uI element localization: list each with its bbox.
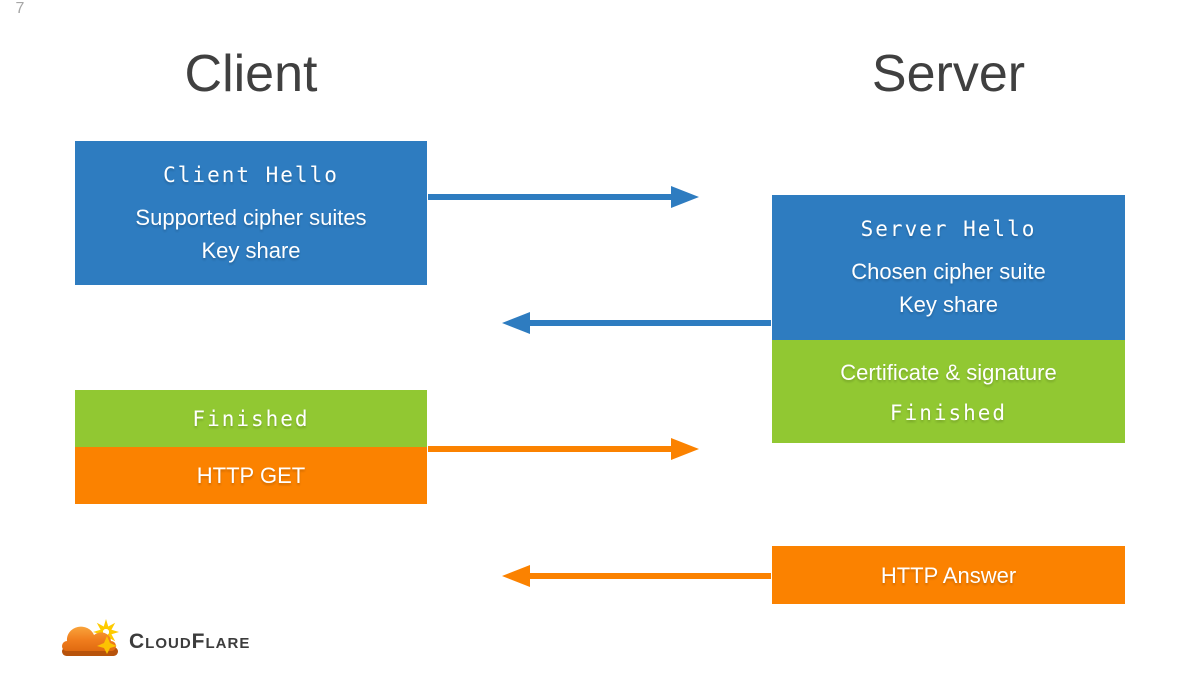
certificate-signature-line: Certificate & signature: [840, 359, 1057, 385]
client-hello-line2: Key share: [201, 237, 301, 263]
cloudflare-logo: CloudFlare: [60, 616, 250, 662]
client-column-title: Client: [184, 45, 318, 103]
server-hello-line1: Chosen cipher suite: [851, 259, 1046, 284]
client-hello-heading: Client Hello: [163, 162, 339, 187]
server-hello-arrow: [502, 312, 771, 334]
server-finished-section: Certificate & signature Finished: [772, 340, 1125, 443]
http-answer-label: HTTP Answer: [880, 562, 1017, 588]
http-get-label: HTTP GET: [196, 463, 306, 488]
client-finished-box: Finished: [75, 390, 427, 447]
server-hello-line2: Key share: [898, 292, 999, 317]
server-column-title: Server: [871, 45, 1026, 103]
client-hello-arrow: [428, 186, 699, 208]
server-finished-heading: Finished: [889, 400, 1008, 425]
server-hello-heading: Server Hello: [860, 217, 1037, 241]
server-hello-section: Server Hello Chosen cipher suite Key sha…: [772, 195, 1125, 340]
client-finished-heading: Finished: [192, 406, 310, 431]
cloudflare-wordmark: CloudFlare: [129, 630, 251, 653]
http-answer-box: HTTP Answer: [772, 546, 1125, 604]
http-answer-arrow: [502, 565, 771, 587]
page-number: 7: [15, 0, 25, 17]
client-hello-line1: Supported cipher suites: [135, 204, 367, 230]
http-get-arrow: [428, 438, 699, 460]
server-response-box: Server Hello Chosen cipher suite Key sha…: [772, 195, 1125, 443]
http-get-box: HTTP GET: [75, 447, 427, 504]
cloudflare-cloud-icon: [61, 619, 119, 656]
client-hello-box: Client Hello Supported cipher suites Key…: [75, 141, 427, 285]
